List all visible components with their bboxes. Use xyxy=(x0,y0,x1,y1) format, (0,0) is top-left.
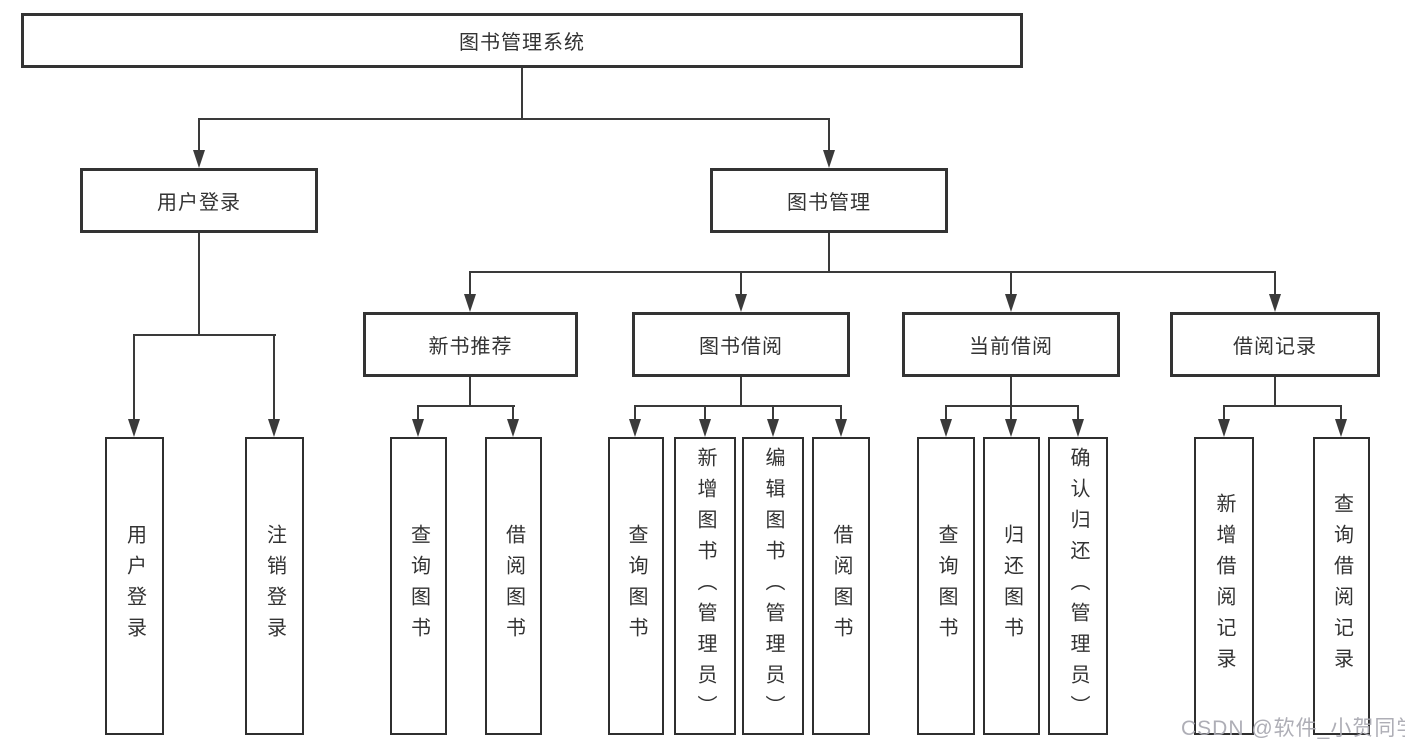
leaf-current-query-book: 查询图书 xyxy=(917,437,975,735)
node-new-book-recommend-label: 新书推荐 xyxy=(428,336,513,358)
arrow-down-icon xyxy=(835,419,847,437)
node-current-borrow: 当前借阅 xyxy=(902,312,1120,377)
connector-level3-hbar xyxy=(469,271,1276,273)
node-user-login-label: 用户登录 xyxy=(157,192,241,214)
leaf-recommend-borrow-book: 借阅图书 xyxy=(485,437,542,735)
connector-level2-hbar xyxy=(198,118,830,120)
leaf-logout-label: 注销登录 xyxy=(263,524,286,648)
connector-records-stem xyxy=(1274,375,1276,407)
arrow-down-icon xyxy=(940,419,952,437)
leaf-recommend-query-book-label: 查询图书 xyxy=(407,524,430,648)
arrow-down-icon xyxy=(507,419,519,437)
connector-arrow-line xyxy=(740,271,742,296)
arrow-down-icon xyxy=(464,294,476,312)
arrow-down-icon xyxy=(1072,419,1084,437)
connector-arrow-line xyxy=(1223,405,1225,421)
connector-arrow-line xyxy=(198,118,200,152)
connector-bookmgmt-stem xyxy=(828,231,830,273)
connector-arrow-line xyxy=(273,334,275,421)
connector-arrow-line xyxy=(469,271,471,296)
node-book-borrow: 图书借阅 xyxy=(632,312,850,377)
node-borrow-records-label: 借阅记录 xyxy=(1233,336,1317,358)
leaf-return-book: 归还图书 xyxy=(983,437,1040,735)
arrow-down-icon xyxy=(823,150,835,168)
arrow-down-icon xyxy=(767,419,779,437)
leaf-confirm-return-admin: 确认归还（管理员） xyxy=(1048,437,1108,735)
connector-arrow-line xyxy=(512,405,514,421)
leaf-add-borrow-record: 新增借阅记录 xyxy=(1194,437,1254,735)
leaf-borrow-book-label: 借阅图书 xyxy=(830,524,852,648)
leaf-user-login-label: 用户登录 xyxy=(123,524,146,648)
leaf-current-query-book-label: 查询图书 xyxy=(935,524,957,648)
leaf-add-book-admin-label: 新增图书（管理员） xyxy=(694,446,716,726)
leaf-recommend-borrow-book-label: 借阅图书 xyxy=(502,524,525,648)
leaf-add-borrow-record-label: 新增借阅记录 xyxy=(1213,493,1235,679)
arrow-down-icon xyxy=(735,294,747,312)
connector-userlogin-hbar xyxy=(133,334,276,336)
leaf-logout: 注销登录 xyxy=(245,437,304,735)
node-user-login: 用户登录 xyxy=(80,168,318,233)
connector-borrow-stem xyxy=(740,375,742,407)
leaf-return-book-label: 归还图书 xyxy=(1000,524,1023,648)
leaf-borrow-query-book: 查询图书 xyxy=(608,437,664,735)
connector-newbook-stem xyxy=(469,375,471,407)
arrow-down-icon xyxy=(1269,294,1281,312)
arrow-down-icon xyxy=(193,150,205,168)
node-root-system: 图书管理系统 xyxy=(21,13,1023,68)
arrow-down-icon xyxy=(1335,419,1347,437)
connector-borrow-hbar xyxy=(634,405,842,407)
connector-userlogin-stem xyxy=(198,231,200,336)
csdn-watermark: CSDN @软件_小贺同学 xyxy=(1181,717,1405,740)
connector-newbook-hbar xyxy=(417,405,515,407)
connector-root-stem xyxy=(521,65,523,120)
arrow-down-icon xyxy=(412,419,424,437)
connector-arrow-line xyxy=(133,334,135,421)
leaf-confirm-return-admin-label: 确认归还（管理员） xyxy=(1067,446,1089,726)
connector-current-stem xyxy=(1010,375,1012,407)
connector-arrow-line xyxy=(1274,271,1276,296)
connector-arrow-line xyxy=(1010,271,1012,296)
connector-arrow-line xyxy=(704,405,706,421)
connector-arrow-line xyxy=(417,405,419,421)
connector-current-hbar xyxy=(945,405,1079,407)
arrow-down-icon xyxy=(699,419,711,437)
connector-arrow-line xyxy=(945,405,947,421)
leaf-recommend-query-book: 查询图书 xyxy=(390,437,447,735)
node-book-management: 图书管理 xyxy=(710,168,948,233)
arrow-down-icon xyxy=(128,419,140,437)
connector-arrow-line xyxy=(1340,405,1342,421)
leaf-user-login: 用户登录 xyxy=(105,437,164,735)
connector-records-hbar xyxy=(1223,405,1342,407)
arrow-down-icon xyxy=(1005,294,1017,312)
node-current-borrow-label: 当前借阅 xyxy=(969,336,1053,358)
connector-arrow-line xyxy=(1010,405,1012,421)
node-book-borrow-label: 图书借阅 xyxy=(699,336,783,358)
node-new-book-recommend: 新书推荐 xyxy=(363,312,578,377)
arrow-down-icon xyxy=(629,419,641,437)
leaf-add-book-admin: 新增图书（管理员） xyxy=(674,437,736,735)
leaf-edit-book-admin: 编辑图书（管理员） xyxy=(742,437,804,735)
connector-arrow-line xyxy=(828,118,830,152)
leaf-borrow-query-book-label: 查询图书 xyxy=(625,524,647,648)
arrow-down-icon xyxy=(1218,419,1230,437)
leaf-edit-book-admin-label: 编辑图书（管理员） xyxy=(762,446,784,726)
leaf-query-borrow-record-label: 查询借阅记录 xyxy=(1330,493,1353,679)
arrow-down-icon xyxy=(268,419,280,437)
connector-arrow-line xyxy=(634,405,636,421)
node-book-management-label: 图书管理 xyxy=(787,192,871,214)
node-root-label: 图书管理系统 xyxy=(459,32,585,54)
connector-arrow-line xyxy=(772,405,774,421)
connector-arrow-line xyxy=(840,405,842,421)
arrow-down-icon xyxy=(1005,419,1017,437)
connector-arrow-line xyxy=(1077,405,1079,421)
leaf-query-borrow-record: 查询借阅记录 xyxy=(1313,437,1370,735)
node-borrow-records: 借阅记录 xyxy=(1170,312,1380,377)
leaf-borrow-book: 借阅图书 xyxy=(812,437,870,735)
